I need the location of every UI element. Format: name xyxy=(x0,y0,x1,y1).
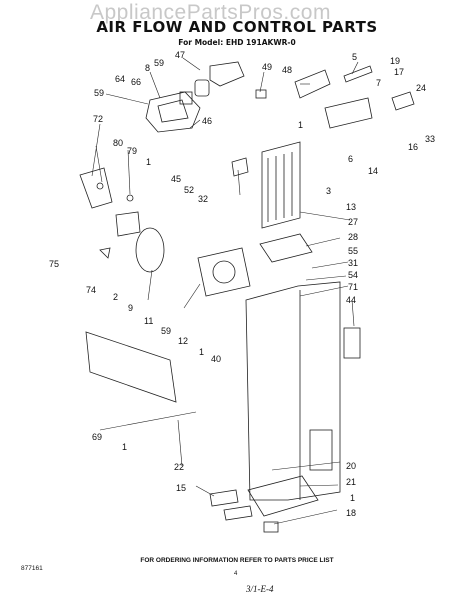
callout-12: 12 xyxy=(178,336,188,346)
callout-69: 69 xyxy=(92,432,102,442)
callout-54: 54 xyxy=(348,270,358,280)
control-knob-32 xyxy=(231,157,249,177)
callout-8: 8 xyxy=(145,63,150,73)
heat-shield xyxy=(85,331,177,403)
callout-24: 24 xyxy=(416,83,426,93)
leader-lines xyxy=(91,57,359,525)
callout-49: 49 xyxy=(262,62,272,72)
page-number: 4 xyxy=(234,571,238,577)
drain-pan xyxy=(247,475,319,517)
part-outlines xyxy=(79,61,415,533)
callout-75: 75 xyxy=(49,259,59,269)
callout-27: 27 xyxy=(348,217,358,227)
callout-47: 47 xyxy=(175,50,185,60)
bracket-72 xyxy=(79,167,113,209)
callout-15: 15 xyxy=(176,483,186,493)
callout-45: 45 xyxy=(171,174,181,184)
rear-panel xyxy=(245,281,341,501)
ordering-instruction: FOR ORDERING INFORMATION REFER TO PARTS … xyxy=(140,557,334,564)
switch-block xyxy=(209,61,245,87)
damper-bracket xyxy=(324,97,373,129)
callout-52: 52 xyxy=(184,185,194,195)
air-grille xyxy=(259,233,313,263)
callout-66: 66 xyxy=(131,77,141,87)
callout-9: 9 xyxy=(128,303,133,313)
callout-71: 71 xyxy=(348,282,358,292)
thermostat-part xyxy=(194,79,210,97)
fan-blade xyxy=(135,227,165,273)
screw-49 xyxy=(255,89,267,99)
callout-72: 72 xyxy=(93,114,103,124)
callout-19: 19 xyxy=(390,56,400,66)
callout-1-a: 1 xyxy=(146,157,151,167)
callout-20: 20 xyxy=(346,461,356,471)
callout-44: 44 xyxy=(346,295,356,305)
callout-74: 74 xyxy=(86,285,96,295)
clip-74 xyxy=(99,247,111,259)
callout-21: 21 xyxy=(346,477,356,487)
thermostat-44 xyxy=(343,327,361,359)
callout-64: 64 xyxy=(115,74,125,84)
motor-mount xyxy=(115,211,141,237)
gasket-15 xyxy=(209,489,239,507)
callout-3: 3 xyxy=(326,186,331,196)
knob-part xyxy=(179,91,193,105)
handwritten-note: 3/1-E-4 xyxy=(246,584,274,594)
fan-shroud xyxy=(197,247,251,297)
callout-2: 2 xyxy=(113,292,118,302)
damper-cover xyxy=(294,69,331,99)
callout-55: 55 xyxy=(348,246,358,256)
callout-6: 6 xyxy=(348,154,353,164)
callout-46: 46 xyxy=(202,116,212,126)
callout-1-d: 1 xyxy=(122,442,127,452)
callout-59-mid: 59 xyxy=(161,326,171,336)
callout-1-c: 1 xyxy=(199,347,204,357)
callout-17: 17 xyxy=(394,67,404,77)
callout-18: 18 xyxy=(346,508,356,518)
callout-40: 40 xyxy=(211,354,221,364)
callout-labels: 47 59 8 66 64 59 49 48 5 19 17 7 24 72 4… xyxy=(49,50,435,518)
air-duct xyxy=(261,141,301,229)
callout-5: 5 xyxy=(352,52,357,62)
callout-32: 32 xyxy=(198,194,208,204)
callout-79: 79 xyxy=(127,146,137,156)
model-subtitle: For Model: EHD 191AKWR-0 xyxy=(178,38,296,47)
callout-16: 16 xyxy=(408,142,418,152)
callout-59-left: 59 xyxy=(94,88,104,98)
callout-22: 22 xyxy=(174,462,184,472)
callout-59: 59 xyxy=(154,58,164,68)
callout-80: 80 xyxy=(113,138,123,148)
callout-14: 14 xyxy=(368,166,378,176)
page-title: AIR FLOW AND CONTROL PARTS xyxy=(96,18,378,36)
callout-1-b: 1 xyxy=(298,120,303,130)
callout-33: 33 xyxy=(425,134,435,144)
callout-7: 7 xyxy=(376,78,381,88)
catalog-code: 877161 xyxy=(21,565,43,572)
callout-31: 31 xyxy=(348,258,358,268)
callout-1-e: 1 xyxy=(350,493,355,503)
bracket-24 xyxy=(391,91,415,111)
watermark: AppliancePartsPros.com xyxy=(90,1,331,24)
callout-11: 11 xyxy=(144,316,153,326)
callout-28: 28 xyxy=(348,232,358,242)
cap-18 xyxy=(263,521,279,533)
vent-grid xyxy=(309,429,333,471)
callout-48: 48 xyxy=(282,65,292,75)
damper-rod xyxy=(343,65,373,83)
callout-13: 13 xyxy=(346,202,356,212)
